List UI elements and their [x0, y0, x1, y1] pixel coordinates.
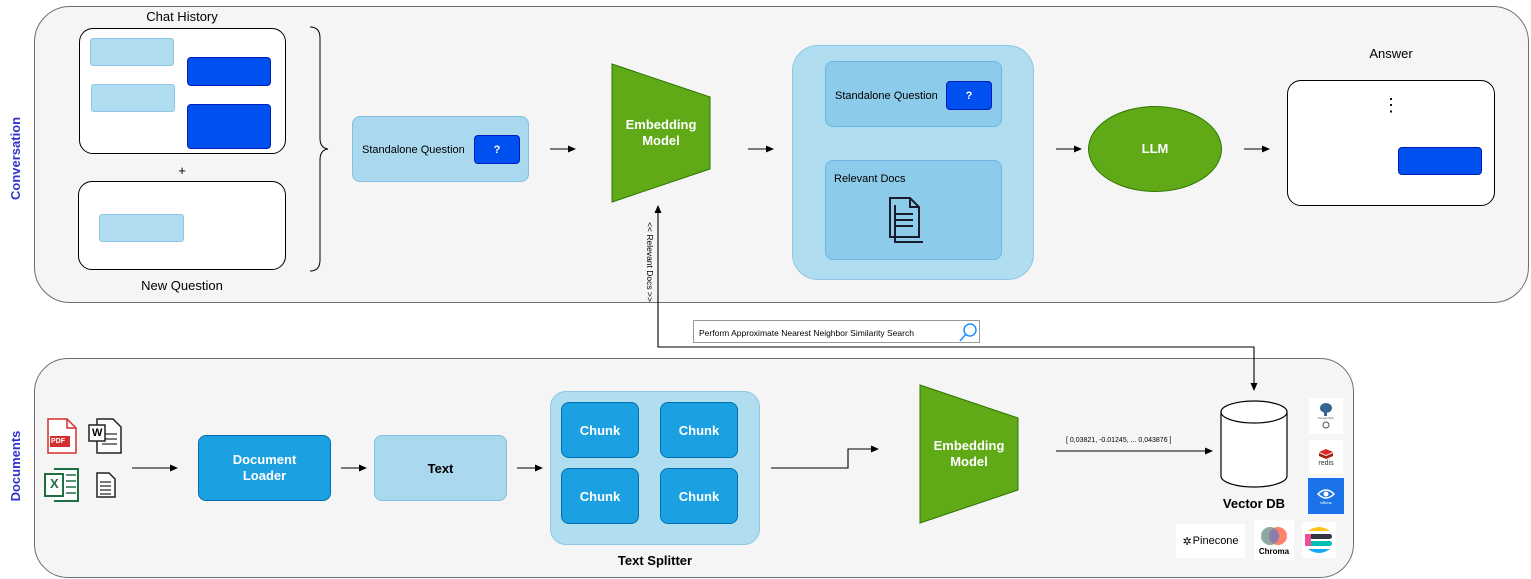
- documents-section-label: Documents: [8, 430, 23, 502]
- combined-question-mark-button: ?: [946, 81, 992, 110]
- similarity-search-box: Perform Approximate Nearest Neighbor Sim…: [693, 320, 980, 343]
- embedding-model-bottom-label: Embedding Model: [919, 438, 1019, 470]
- relevant-docs-label: Relevant Docs: [834, 173, 906, 185]
- word-icon: [88, 418, 122, 454]
- pinecone-logo: ✲ Pinecone: [1176, 524, 1245, 558]
- chat-message-user-2: [91, 84, 175, 112]
- combined-standalone-question-box: Standalone Question ?: [825, 61, 1002, 127]
- pinecone-logo-text: Pinecone: [1192, 535, 1239, 547]
- chat-message-ai-2: [187, 104, 271, 149]
- word-icon-text: W: [92, 427, 103, 439]
- standalone-question-label: Standalone Question: [362, 144, 465, 156]
- chroma-logo: Chroma: [1254, 520, 1294, 560]
- answer-box: ⋮: [1287, 80, 1495, 206]
- text-splitter-container: Chunk Chunk Chunk Chunk: [550, 391, 760, 545]
- chroma-logo-text: Chroma: [1258, 546, 1290, 556]
- text-splitter-label: Text Splitter: [617, 553, 693, 568]
- standalone-question-box: Standalone Question ?: [352, 116, 529, 182]
- excel-icon: [44, 468, 79, 502]
- vector-db-label: Vector DB: [1222, 496, 1286, 511]
- milvus-logo-text: Milvus: [1320, 499, 1332, 505]
- document-loader-line2: Loader: [242, 468, 287, 483]
- vector-values-label: [ 0,03821, -0.01245, ... 0,043876 ]: [1066, 437, 1172, 444]
- excel-icon-text: X: [50, 476, 59, 491]
- new-question-box: [78, 181, 286, 270]
- pdf-icon-text: PDF: [51, 438, 65, 445]
- curly-brace: [309, 26, 329, 272]
- postgres-logo: PostgreSQL: [1309, 398, 1343, 434]
- conversation-section-label: Conversation: [8, 116, 23, 200]
- document-loader-node: Document Loader: [198, 435, 331, 501]
- redis-logo: redis: [1309, 440, 1343, 474]
- pinecone-icon: ✲: [1182, 535, 1192, 548]
- milvus-eye-icon: [1317, 488, 1335, 499]
- text-node-label: Text: [427, 460, 454, 476]
- embedding-model-top-shape: [611, 63, 711, 203]
- gear-icon: [1322, 421, 1330, 429]
- chunk-1: Chunk: [561, 402, 639, 458]
- search-icon: [959, 323, 977, 342]
- embedding-model-top-line1: Embedding: [625, 117, 697, 132]
- chunk-4: Chunk: [660, 468, 738, 524]
- answer-label: Answer: [1369, 46, 1413, 61]
- relevant-docs-edge-label: << Relevant Docs >>: [645, 222, 655, 302]
- relevant-docs-box: Relevant Docs: [825, 160, 1002, 260]
- prompt-container: Standalone Question ? Relevant Docs: [792, 45, 1034, 280]
- chunk-3: Chunk: [561, 468, 639, 524]
- document-loader-label: Document Loader: [233, 452, 297, 484]
- pdf-icon: [47, 418, 77, 454]
- chat-message-ai-1: [187, 57, 271, 86]
- chunk-2: Chunk: [660, 402, 738, 458]
- llm-node: LLM: [1088, 106, 1222, 192]
- postgres-logo-text: PostgreSQL: [1317, 416, 1335, 420]
- combined-standalone-question-label: Standalone Question: [835, 90, 938, 102]
- text-file-icon: [96, 472, 116, 498]
- answer-message: [1398, 147, 1482, 175]
- new-question-label: New Question: [141, 278, 223, 293]
- llm-label: LLM: [1141, 141, 1169, 156]
- chat-message-user-1: [90, 38, 174, 66]
- chat-history-label: Chat History: [146, 9, 218, 24]
- redis-cube-icon: [1319, 448, 1333, 459]
- similarity-search-label: Perform Approximate Nearest Neighbor Sim…: [699, 328, 914, 338]
- embedding-model-bottom-shape: [919, 384, 1019, 524]
- chat-history-box: [79, 28, 286, 154]
- document-loader-line1: Document: [232, 452, 297, 467]
- answer-dots: ⋮: [1382, 95, 1400, 115]
- documents-icon: [889, 197, 923, 243]
- redis-logo-text: redis: [1318, 459, 1334, 467]
- chroma-circles-icon: [1261, 526, 1287, 545]
- question-mark-button: ?: [474, 135, 520, 164]
- elastic-logo: [1302, 522, 1336, 558]
- embedding-model-bottom-line2: Model: [950, 454, 988, 469]
- embedding-model-top-label: Embedding Model: [611, 117, 711, 149]
- milvus-logo: Milvus: [1308, 478, 1344, 514]
- vector-db-icon: [1220, 400, 1288, 488]
- embedding-model-top-line2: Model: [642, 133, 680, 148]
- embedding-model-bottom-line1: Embedding: [933, 438, 1005, 453]
- plus-sign: +: [178, 163, 186, 178]
- text-node: Text: [374, 435, 507, 501]
- elephant-icon: [1320, 403, 1332, 416]
- new-question-message: [99, 214, 184, 242]
